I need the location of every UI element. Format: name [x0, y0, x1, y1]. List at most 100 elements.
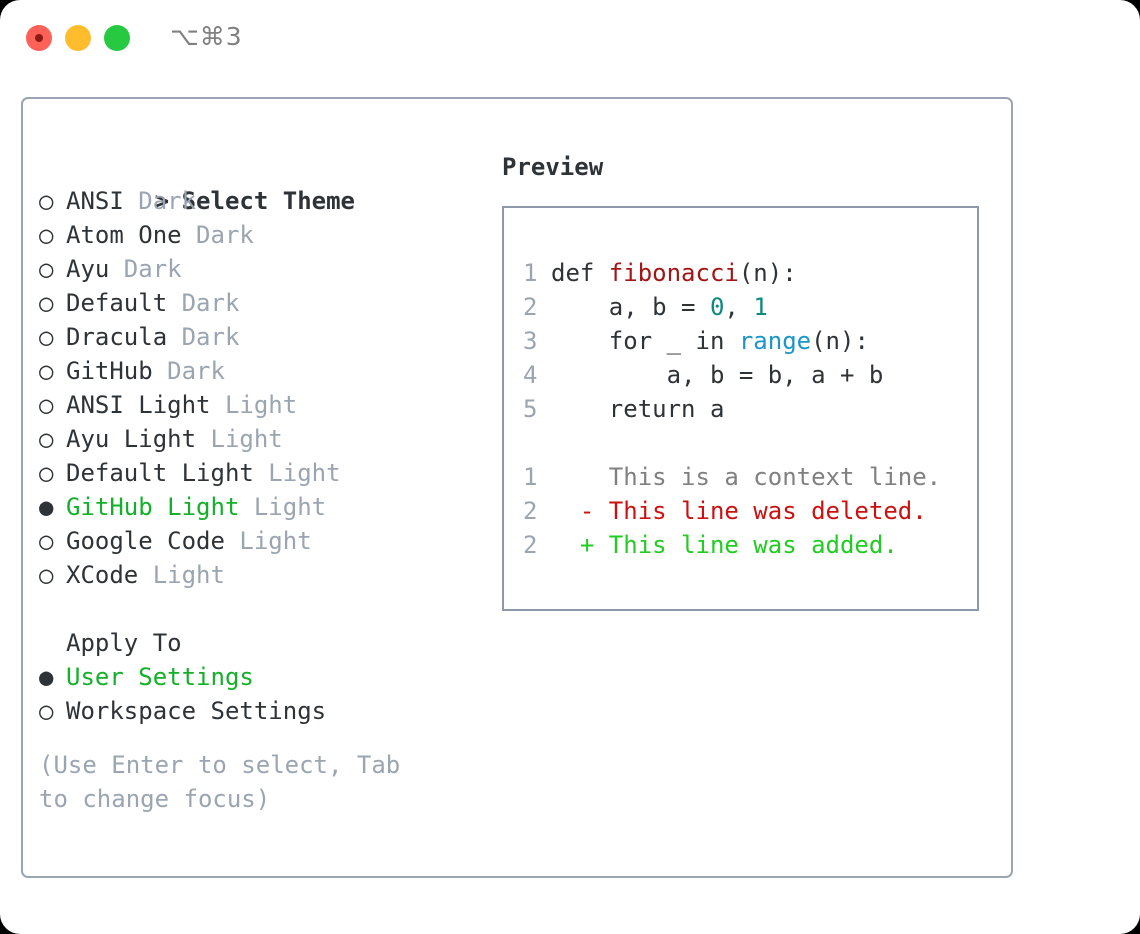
apply-to-option[interactable]: ○ Workspace Settings [39, 694, 469, 728]
code-token: def [551, 259, 609, 287]
apply-to-list: ● User Settings ○ Workspace Settings [39, 660, 469, 728]
code-token: range [738, 327, 812, 355]
diff-line: 2 - This line was deleted. [504, 494, 977, 528]
radio-selected-icon[interactable]: ● [39, 663, 54, 691]
code-line: 4 a, b = b, a + b [504, 358, 977, 392]
radio-unselected-icon[interactable]: ○ [39, 255, 54, 283]
theme-list-item[interactable]: ○ Ayu Light Light [39, 422, 469, 456]
apply-to-option-label: Workspace Settings [66, 697, 327, 725]
theme-item-tag: Light [152, 561, 225, 589]
maximize-window-icon[interactable] [104, 25, 130, 51]
code-token: a, b = [551, 293, 710, 321]
apply-to-option[interactable]: ● User Settings [39, 660, 469, 694]
theme-list-item[interactable]: ○Google Code Light [39, 524, 469, 558]
code-line-number: 3 [523, 327, 538, 355]
theme-item-name: XCode [66, 561, 153, 589]
theme-item-name: ANSI Light [66, 391, 225, 419]
theme-item-name: Atom One [66, 221, 197, 249]
code-token: 1 [753, 293, 768, 321]
radio-unselected-icon[interactable]: ○ [39, 289, 54, 317]
keyboard-shortcut-label: ⌥⌘3 [170, 22, 243, 51]
diff-line-number: 2 [523, 497, 538, 525]
theme-item-name: Default [66, 289, 182, 317]
theme-list-item[interactable]: ○ Default Dark [39, 286, 469, 320]
theme-item-name: GitHub Light [66, 493, 254, 521]
code-token: return a [551, 395, 725, 423]
content-panel: >Select Theme ○ANSI Dark○Atom One Dark○A… [21, 97, 1013, 878]
theme-item-tag: Light [239, 527, 312, 555]
radio-unselected-icon[interactable]: ○ [39, 527, 54, 555]
radio-unselected-icon[interactable]: ○ [39, 221, 54, 249]
radio-unselected-icon[interactable]: ○ [39, 187, 54, 215]
radio-unselected-icon[interactable]: ○ [39, 425, 54, 453]
theme-item-tag: Dark [138, 187, 197, 215]
code-token: (n): [738, 259, 797, 287]
theme-list: ○ANSI Dark○Atom One Dark○Ayu Dark○Defaul… [39, 184, 469, 592]
theme-list-item[interactable]: ○ Atom One Dark [39, 218, 469, 252]
theme-item-tag: Dark [167, 357, 225, 385]
theme-list-item[interactable]: ○ ANSI Dark [39, 184, 469, 218]
radio-unselected-icon[interactable]: ○ [39, 459, 54, 487]
radio-unselected-icon[interactable]: ○ [39, 561, 54, 589]
theme-item-name: GitHub [66, 357, 168, 385]
code-line-number: 2 [523, 293, 538, 321]
theme-list-item[interactable]: ○ ANSI Light Light [39, 388, 469, 422]
theme-list-item[interactable]: ● GitHub Light Light [39, 490, 469, 524]
diff-sample: 1 This is a context line.2 - This line w… [504, 460, 977, 562]
diff-line-text: + This line was added. [551, 531, 898, 559]
code-line: 3 for _ in range(n): [504, 324, 977, 358]
theme-list-item[interactable]: ○Dracula Dark [39, 320, 469, 354]
list-spacer [39, 592, 469, 626]
theme-item-tag: Light [253, 493, 327, 521]
diff-line-text: - This line was deleted. [551, 497, 927, 525]
radio-unselected-icon[interactable]: ○ [39, 357, 54, 385]
apply-to-heading: Apply To [66, 629, 182, 657]
code-token: , [724, 293, 754, 321]
theme-item-name: Ayu Light [66, 425, 211, 453]
close-window-icon[interactable] [26, 25, 52, 51]
code-line-number: 5 [523, 395, 538, 423]
code-token: (n): [811, 327, 869, 355]
theme-item-name: Default Light [66, 459, 269, 487]
preview-title: Preview [502, 153, 604, 181]
theme-item-name: ANSI [66, 187, 139, 215]
theme-select-heading: >Select Theme [39, 150, 469, 215]
code-token: a, b = b, a + b [551, 361, 884, 389]
radio-selected-icon[interactable]: ● [39, 493, 54, 521]
keyboard-hint-text: (Use Enter to select, Tab to change focu… [39, 751, 401, 813]
theme-list-item[interactable]: ○Ayu Dark [39, 252, 469, 286]
radio-unselected-icon[interactable]: ○ [39, 391, 54, 419]
code-line-number: 1 [523, 259, 538, 287]
theme-item-tag: Dark [181, 323, 240, 351]
theme-item-tag: Dark [123, 255, 182, 283]
code-token: for _ in [551, 327, 739, 355]
diff-line-text: This is a context line. [551, 463, 942, 491]
minimize-window-icon[interactable] [65, 25, 91, 51]
code-diff-spacer [504, 426, 977, 460]
diff-line-number: 1 [523, 463, 538, 491]
code-line: 2 a, b = 0, 1 [504, 290, 977, 324]
diff-line-number: 2 [523, 531, 538, 559]
theme-item-tag: Dark [196, 221, 254, 249]
traffic-lights [26, 25, 130, 51]
code-line: 5 return a [504, 392, 977, 426]
theme-item-tag: Light [210, 425, 283, 453]
theme-list-item[interactable]: ○ XCode Light [39, 558, 469, 592]
diff-line: 2 + This line was added. [504, 528, 977, 562]
theme-item-tag: Light [224, 391, 298, 419]
theme-select-column: >Select Theme ○ANSI Dark○Atom One Dark○A… [39, 150, 469, 816]
apply-to-option-label: User Settings [66, 663, 254, 691]
theme-item-tag: Light [268, 459, 341, 487]
theme-list-item[interactable]: ○ Default Light Light [39, 456, 469, 490]
title-bar: ⌥⌘3 [0, 0, 1140, 78]
prompt-caret-icon: > [154, 187, 170, 215]
radio-unselected-icon[interactable]: ○ [39, 323, 54, 351]
theme-list-item[interactable]: ○ GitHub Dark [39, 354, 469, 388]
radio-unselected-icon[interactable]: ○ [39, 697, 54, 725]
theme-item-tag: Dark [181, 289, 240, 317]
diff-line: 1 This is a context line. [504, 460, 977, 494]
code-line-number: 4 [523, 361, 538, 389]
